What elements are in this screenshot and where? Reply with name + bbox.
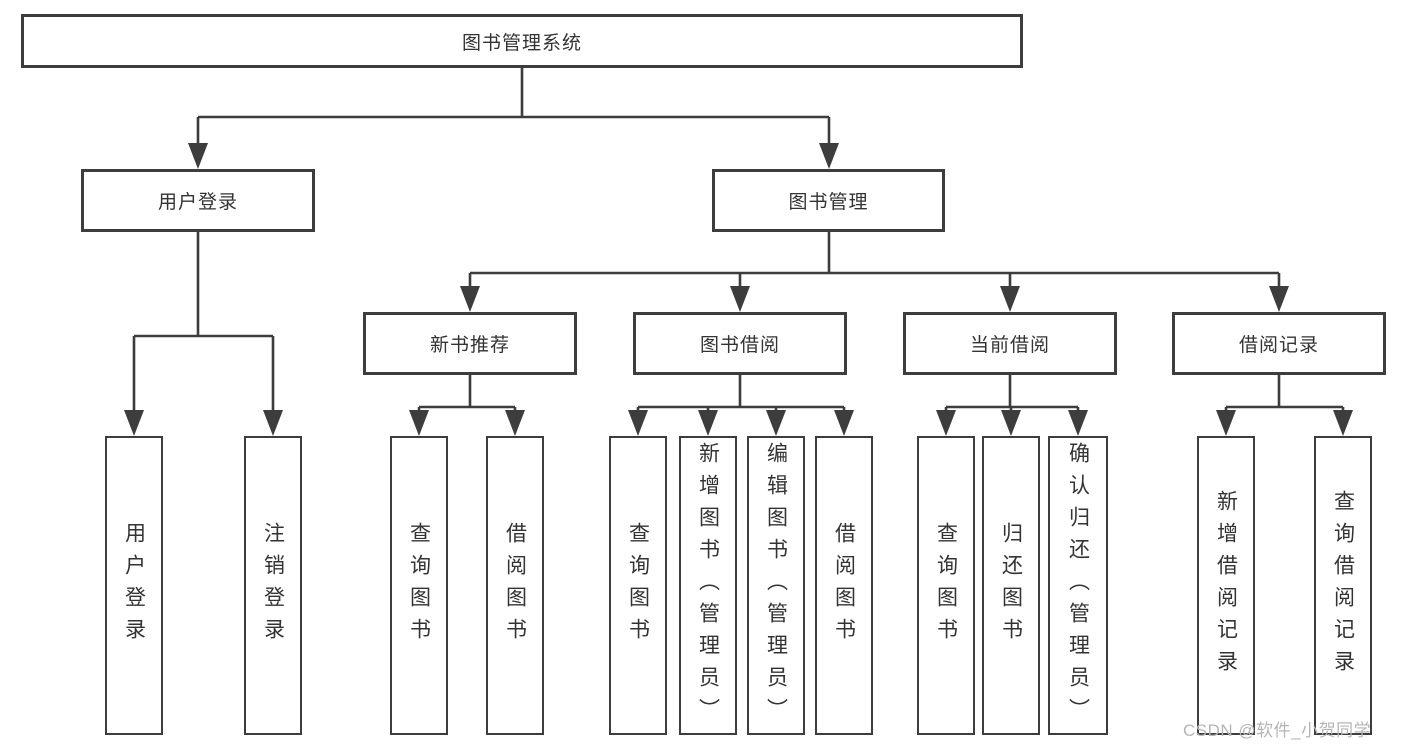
node-label: 用户登录: [122, 521, 146, 650]
leaf-edit-books-admin: 编辑图书（管理员）: [747, 436, 805, 735]
node-label: 查询图书: [626, 521, 650, 650]
node-user-login: 用户登录: [81, 169, 315, 232]
leaf-query-books-recommend: 查询图书: [390, 436, 448, 735]
arrow-down-icon: [263, 410, 283, 436]
arrow-down-icon: [124, 410, 144, 436]
arrow-down-icon: [1068, 410, 1088, 436]
node-label: 借阅图书: [832, 521, 856, 650]
leaf-query-books-current: 查询图书: [917, 436, 975, 735]
arrow-down-icon: [819, 143, 839, 169]
arrow-down-icon: [698, 410, 718, 436]
arrow-down-icon: [505, 410, 525, 436]
arrow-down-icon: [1269, 286, 1289, 312]
arrow-down-icon: [730, 286, 750, 312]
node-label: 借阅记录: [1238, 335, 1319, 356]
arrow-down-icon: [1333, 410, 1353, 436]
node-label: 归还图书: [999, 521, 1023, 650]
arrow-down-icon: [628, 410, 648, 436]
leaf-borrow-books-recommend: 借阅图书: [486, 436, 544, 735]
node-label: 查询借阅记录: [1331, 489, 1355, 682]
arrow-down-icon: [188, 143, 208, 169]
arrow-down-icon: [1001, 410, 1021, 436]
node-label: 图书借阅: [699, 335, 780, 356]
node-label: 图书管理: [788, 192, 869, 213]
node-label: 当前借阅: [969, 335, 1050, 356]
arrow-down-icon: [409, 410, 429, 436]
node-new-book-recommendation: 新书推荐: [363, 312, 577, 375]
node-label: 确认归还（管理员）: [1066, 441, 1090, 730]
node-label: 查询图书: [934, 521, 958, 650]
node-label: 借阅图书: [503, 521, 527, 650]
node-current-borrowing: 当前借阅: [903, 312, 1117, 375]
leaf-query-borrow-record: 查询借阅记录: [1314, 436, 1372, 735]
leaf-add-books-admin: 新增图书（管理员）: [679, 436, 737, 735]
node-label: 新增借阅记录: [1214, 489, 1238, 682]
arrow-down-icon: [1216, 410, 1236, 436]
leaf-return-books: 归还图书: [982, 436, 1040, 735]
node-label: 查询图书: [407, 521, 431, 650]
node-label: 图书管理系统: [461, 32, 582, 54]
leaf-logout: 注销登录: [244, 436, 302, 735]
leaf-query-books-borrowing: 查询图书: [609, 436, 667, 735]
node-label: 用户登录: [157, 192, 238, 213]
node-borrowing-records: 借阅记录: [1172, 312, 1386, 375]
watermark: CSDN @软件_小贺同学: [1183, 721, 1372, 740]
node-library-management-system: 图书管理系统: [21, 14, 1023, 68]
arrow-down-icon: [1000, 286, 1020, 312]
arrowheads: [124, 143, 1353, 436]
node-book-management: 图书管理: [712, 169, 945, 232]
arrow-down-icon: [766, 410, 786, 436]
leaf-borrow-books-borrowing: 借阅图书: [815, 436, 873, 735]
leaf-confirm-return-admin: 确认归还（管理员）: [1048, 436, 1108, 735]
arrow-down-icon: [936, 410, 956, 436]
arrow-down-icon: [460, 286, 480, 312]
node-label: 编辑图书（管理员）: [764, 441, 788, 730]
node-label: 注销登录: [261, 521, 285, 650]
leaf-user-login: 用户登录: [105, 436, 163, 735]
node-label: 新增图书（管理员）: [696, 441, 720, 730]
node-label: 新书推荐: [429, 335, 510, 356]
leaf-add-borrow-record: 新增借阅记录: [1197, 436, 1255, 735]
node-book-borrowing: 图书借阅: [633, 312, 847, 375]
arrow-down-icon: [834, 410, 854, 436]
